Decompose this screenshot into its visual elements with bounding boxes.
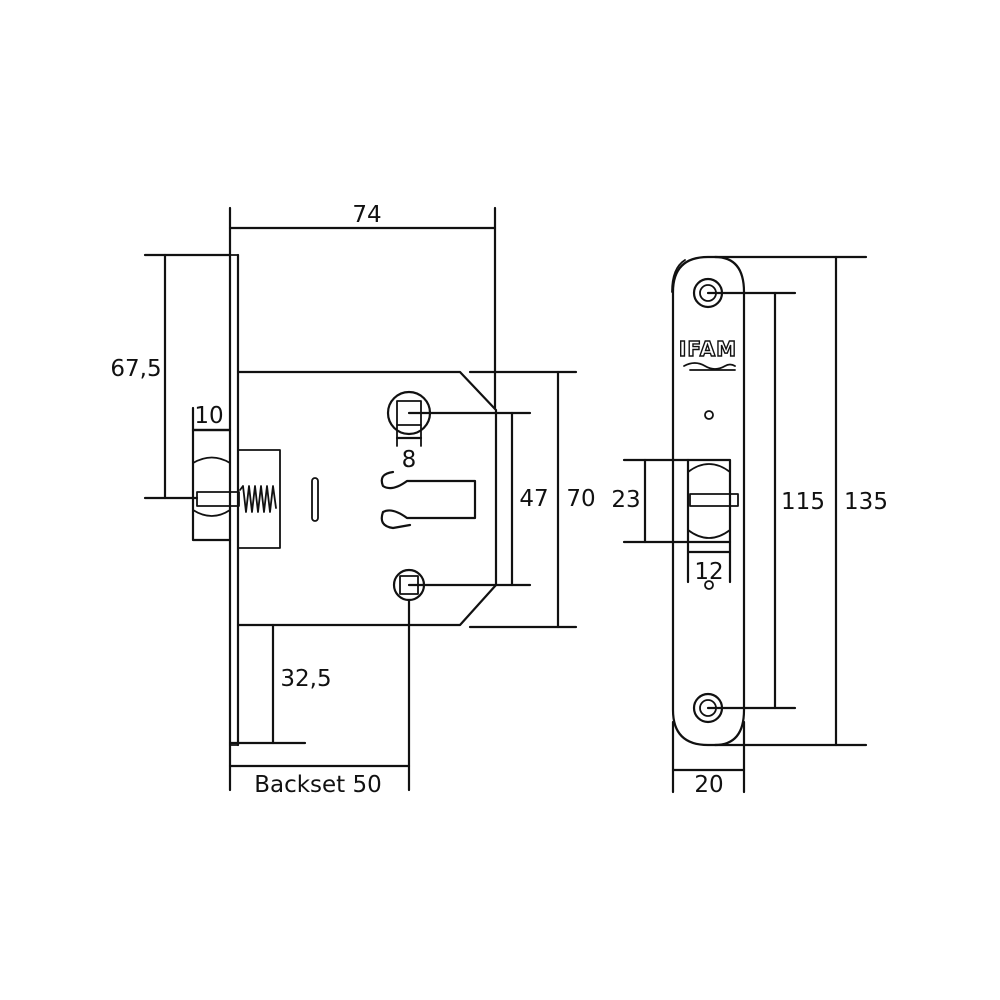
dim-label-screw-spacing: 115 — [781, 489, 825, 515]
dim-label-latch-height: 23 — [611, 487, 640, 513]
dim-label-spindle-square: 8 — [402, 447, 417, 473]
front-faceplate — [671, 255, 746, 747]
dim-label-depth: 74 — [352, 202, 381, 228]
dim-label-backset: Backset 50 — [254, 772, 382, 798]
dim-label-faceplate-width: 20 — [694, 772, 723, 798]
latch-spring — [239, 485, 277, 513]
dim-label-latch-projection: 10 — [194, 403, 223, 429]
latch-bolt — [191, 428, 281, 549]
ifam-logo: IFAM — [678, 336, 737, 371]
dim-label-hole-spacing: 47 — [519, 486, 548, 512]
dim-label-latch-width: 12 — [694, 559, 723, 585]
side-faceplate — [228, 253, 240, 747]
dim-label-lower-offset: 32,5 — [280, 666, 331, 692]
case-slot — [311, 477, 319, 522]
lock-case-body — [236, 370, 498, 627]
faceplate-dot-upper — [704, 410, 714, 420]
brand-logo-text: IFAM — [679, 337, 737, 361]
dim-label-faceplate-to-latch: 67,5 — [110, 356, 161, 382]
logo-wave-icon — [683, 362, 736, 370]
lever-mechanism — [380, 470, 477, 530]
front-dimension-lines — [622, 255, 868, 794]
dim-label-faceplate-height: 135 — [844, 489, 888, 515]
dim-label-case-height: 70 — [566, 486, 595, 512]
front-latch-bolt — [686, 458, 739, 544]
faceplate-dot-lower — [704, 580, 714, 590]
side-dimension-lines — [143, 206, 578, 792]
side-view: 74 67,5 10 8 47 70 32,5 Backset 50 — [110, 202, 595, 798]
front-view: IFAM — [611, 255, 888, 798]
